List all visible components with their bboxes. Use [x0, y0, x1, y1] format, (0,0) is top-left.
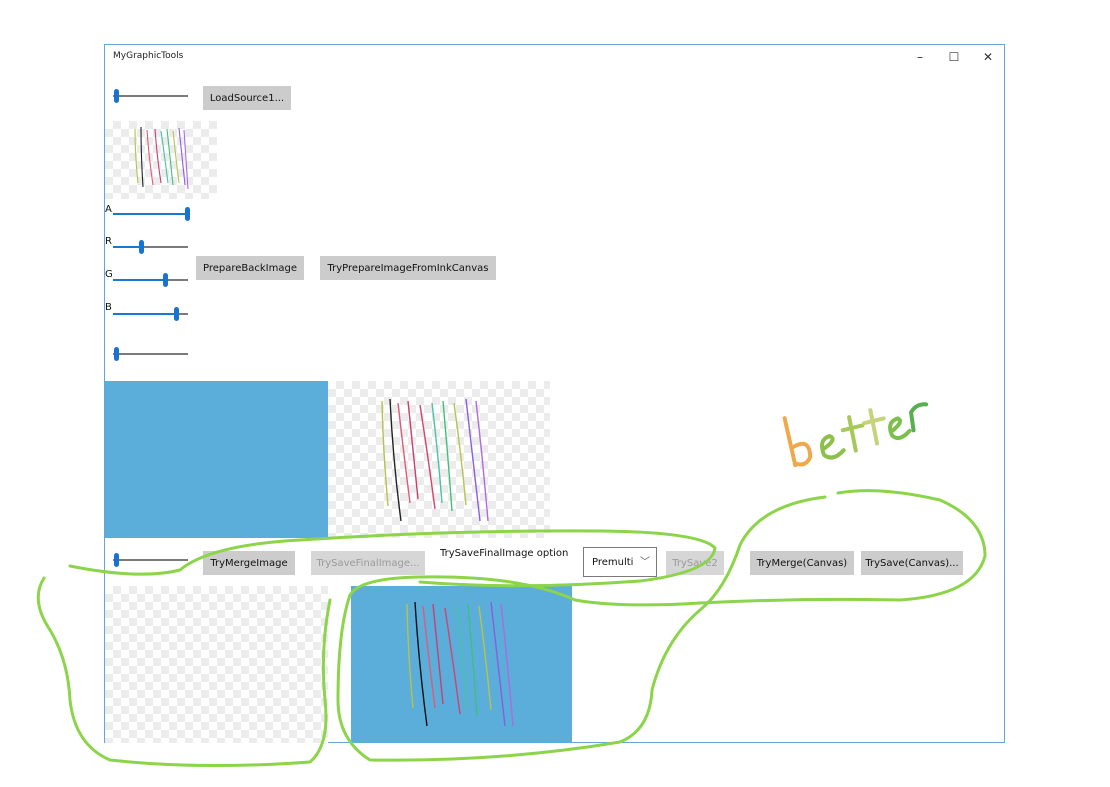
- better-annotation: better: [773, 367, 944, 478]
- try-merge-canvas-button[interactable]: TryMerge(Canvas): [750, 551, 854, 575]
- try-save-canvas-button[interactable]: TrySave(Canvas)...: [861, 551, 963, 575]
- close-icon[interactable]: ✕: [982, 50, 994, 64]
- final-image-preview: [105, 586, 328, 743]
- chevron-down-icon: ﹀: [640, 557, 650, 568]
- load-source-button[interactable]: LoadSource1...: [203, 86, 291, 110]
- b-label: B: [105, 302, 112, 313]
- ink-strokes: [381, 398, 489, 522]
- background-opacity-slider[interactable]: [113, 347, 188, 361]
- maximize-icon[interactable]: ☐: [948, 50, 960, 64]
- prepare-back-image-button[interactable]: PrepareBackImage: [196, 256, 304, 280]
- source-opacity-slider[interactable]: [113, 89, 188, 103]
- blue-slider[interactable]: [113, 307, 188, 321]
- prepare-ink-canvas-button[interactable]: TryPrepareImageFromInkCanvas: [320, 256, 496, 280]
- merge-opacity-slider[interactable]: [113, 553, 188, 567]
- try-save-final-image-button[interactable]: TrySaveFinalImage...: [311, 551, 425, 575]
- source-thumbnail: [105, 121, 217, 199]
- save-option-label: TrySaveFinalImage option: [440, 548, 569, 559]
- red-slider[interactable]: [113, 240, 188, 254]
- a-label: A: [105, 204, 112, 215]
- green-slider[interactable]: [113, 273, 188, 287]
- alpha-slider[interactable]: [113, 207, 190, 221]
- r-label: R: [105, 236, 112, 247]
- minimize-icon[interactable]: –: [917, 50, 923, 64]
- merged-strokes: [406, 601, 514, 727]
- source-strokes: [134, 126, 189, 190]
- better-scribble: [782, 402, 929, 468]
- g-label: G: [105, 269, 113, 280]
- window-title: MyGraphicTools: [113, 51, 184, 61]
- merged-canvas-preview: [351, 586, 572, 743]
- combo-selected-value: Premulti: [592, 556, 634, 568]
- try-save2-button[interactable]: TrySave2: [666, 551, 724, 575]
- premultiplied-combobox[interactable]: Premulti ﹀: [583, 547, 657, 577]
- ink-image-preview: [328, 381, 550, 538]
- try-merge-image-button[interactable]: TryMergeImage: [203, 551, 295, 575]
- back-image-preview: [105, 381, 328, 538]
